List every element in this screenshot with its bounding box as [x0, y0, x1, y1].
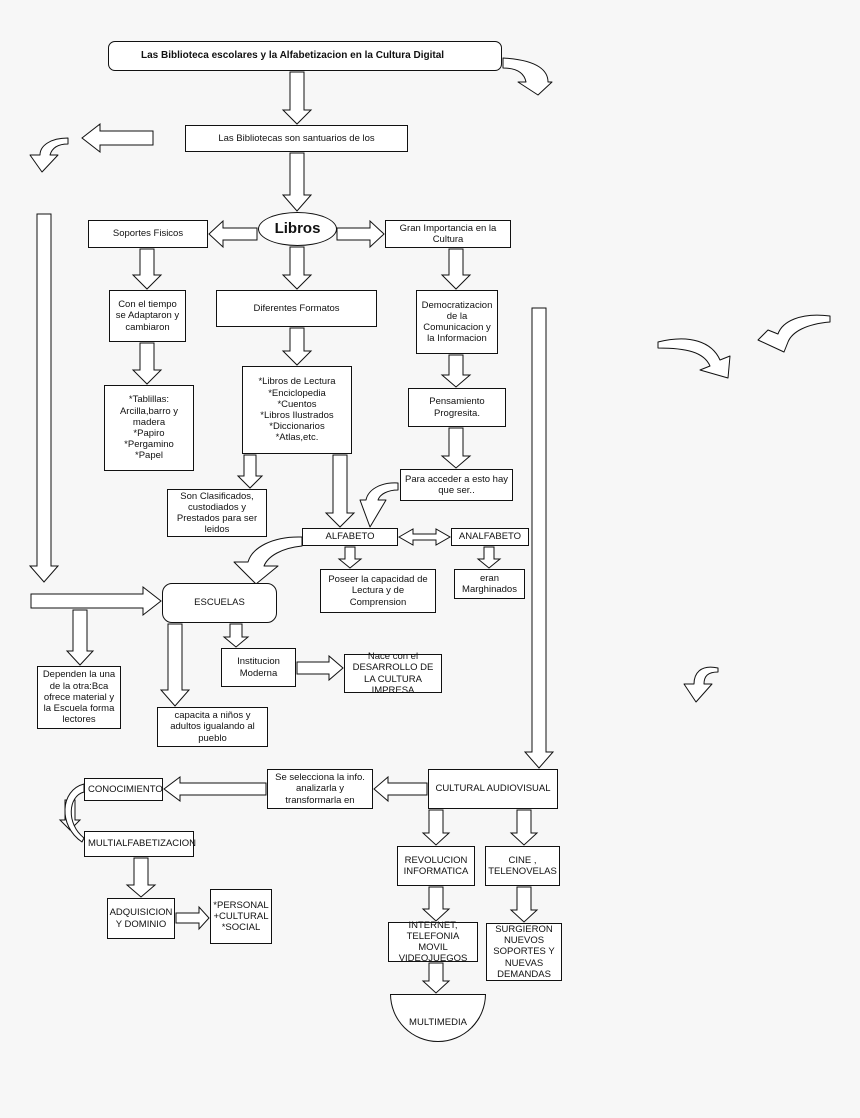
node-libros-de-lectura: *Libros de Lectura *Enciclopedia *Cuento…: [242, 366, 352, 454]
arrow-santuarios-to-libros: [281, 152, 313, 212]
arrow-escuelas-to-institucion: [222, 623, 250, 648]
arrow-libros-lectura-to-clasificados: [236, 454, 264, 489]
title-node: Las Biblioteca escolares y la Alfabetiza…: [108, 41, 502, 71]
arrow-democratizacion-to-pensamiento: [440, 354, 472, 388]
curved-arrow-alfabeto-escuelas: [233, 536, 303, 585]
arrow-cultural-to-selecciona: [373, 775, 428, 803]
arrow-libros-to-gran-importancia: [336, 219, 385, 249]
arrow-alfabeto-to-poseer: [337, 546, 363, 569]
arrow-selecciona-to-conocimiento: [163, 776, 267, 802]
node-santuarios: Las Bibliotecas son santuarios de los: [185, 125, 408, 152]
node-revolucion: REVOLUCION INFORMATICA: [397, 846, 475, 886]
arrow-cultural-to-cine: [509, 809, 539, 846]
arrow-institucion-to-nace: [296, 654, 344, 682]
node-surgieron: SURGIERON NUEVOS SOPORTES Y NUEVAS DEMAN…: [486, 923, 562, 981]
curved-arrow-right-1: [657, 338, 731, 379]
node-pensamiento: Pensamiento Progresita.: [408, 388, 506, 427]
node-con-el-tiempo: Con el tiempo se Adaptaron y cambiaron: [109, 290, 186, 342]
arrow-multi-to-adquisicion: [125, 857, 157, 898]
curved-arrow-lower-right: [683, 666, 719, 703]
node-nace: Nace con el DESARROLLO DE LA CULTURA IMP…: [344, 651, 442, 696]
curved-arrow-para-acceder: [359, 482, 399, 528]
curved-arrow-right-2: [757, 314, 831, 353]
arrow-internet-to-multimedia: [421, 962, 451, 994]
arrow-down-to-dependen: [65, 609, 95, 666]
arrow-top-left: [81, 122, 154, 154]
arrow-to-escuelas: [30, 585, 162, 617]
curved-arrow-top-left: [29, 137, 69, 173]
node-capacita: capacita a niños y adultos igualando al …: [157, 707, 268, 747]
arrow-left-down-long: [28, 213, 60, 583]
node-se-selecciona: Se selecciona la info. analizarla y tran…: [267, 769, 373, 809]
node-dependen: Dependen la una de la otra:Bca ofrece ma…: [37, 666, 121, 729]
node-analfabeto: ANALFABETO: [451, 528, 529, 546]
node-cultural-audiovisual: CULTURAL AUDIOVISUAL: [428, 769, 558, 809]
node-adquisicion: ADQUISICION Y DOMINIO: [107, 898, 175, 939]
node-libros: Libros: [258, 212, 337, 246]
arrow-right-down-long: [523, 307, 555, 769]
node-escuelas: ESCUELAS: [162, 583, 277, 623]
curved-arrow-top-right: [502, 57, 553, 96]
arrow-tiempo-to-tablillas: [131, 342, 163, 385]
arrow-alfabeto-analfabeto: [397, 528, 452, 546]
arrow-formatos-to-libros-lectura: [281, 327, 313, 366]
arrow-analfabeto-to-eran: [476, 546, 502, 569]
node-institucion: Institucion Moderna: [221, 648, 296, 687]
node-democratizacion: Democratizacion de la Comunicacion y la …: [416, 290, 498, 354]
node-conocimiento: CONOCIMIENTO: [84, 778, 163, 801]
arrow-escuelas-to-capacita: [159, 623, 191, 707]
node-internet: INTERNET, TELEFONIA MOVIL VIDEOJUEGOS: [388, 920, 478, 964]
node-tablillas: *Tablillas: Arcilla,barro y madera *Papi…: [104, 385, 194, 471]
arrow-libros-lectura-to-alfabeto: [324, 454, 356, 528]
node-clasificados: Son Clasificados, custodiados y Prestado…: [167, 489, 267, 537]
node-para-acceder: Para acceder a esto hay que ser..: [400, 469, 513, 501]
arrow-libros-to-formatos: [281, 246, 313, 290]
arrow-adquisicion-to-personal: [175, 905, 210, 931]
node-diferentes-formatos: Diferentes Formatos: [216, 290, 377, 327]
node-cine: CINE , TELENOVELAS: [485, 846, 560, 886]
node-alfabeto: ALFABETO: [302, 528, 398, 546]
arrow-title-to-santuarios: [281, 71, 313, 125]
node-personal: *PERSONAL +CULTURAL *SOCIAL: [210, 889, 272, 944]
node-multialfabetizacion: MULTIALFABETIZACION: [84, 831, 196, 857]
arrow-soportes-to-tiempo: [131, 248, 163, 290]
arrow-importancia-to-democratizacion: [440, 248, 472, 290]
node-eran: eran Marghinados: [454, 569, 525, 599]
curved-arrow-conocimiento-multi: [64, 783, 85, 843]
arrow-revolucion-to-internet: [421, 886, 451, 922]
node-gran-importancia: Gran Importancia en la Cultura: [385, 220, 511, 248]
node-poseer: Poseer la capacidad de Lectura y de Comp…: [320, 569, 436, 613]
arrow-cultural-to-revolucion: [421, 809, 451, 846]
arrow-libros-to-soportes: [208, 219, 258, 249]
node-soportes-fisicos: Soportes Fisicos: [88, 220, 208, 248]
arrow-pensamiento-to-para-acceder: [440, 427, 472, 469]
arrow-cine-to-surgieron: [509, 886, 539, 923]
